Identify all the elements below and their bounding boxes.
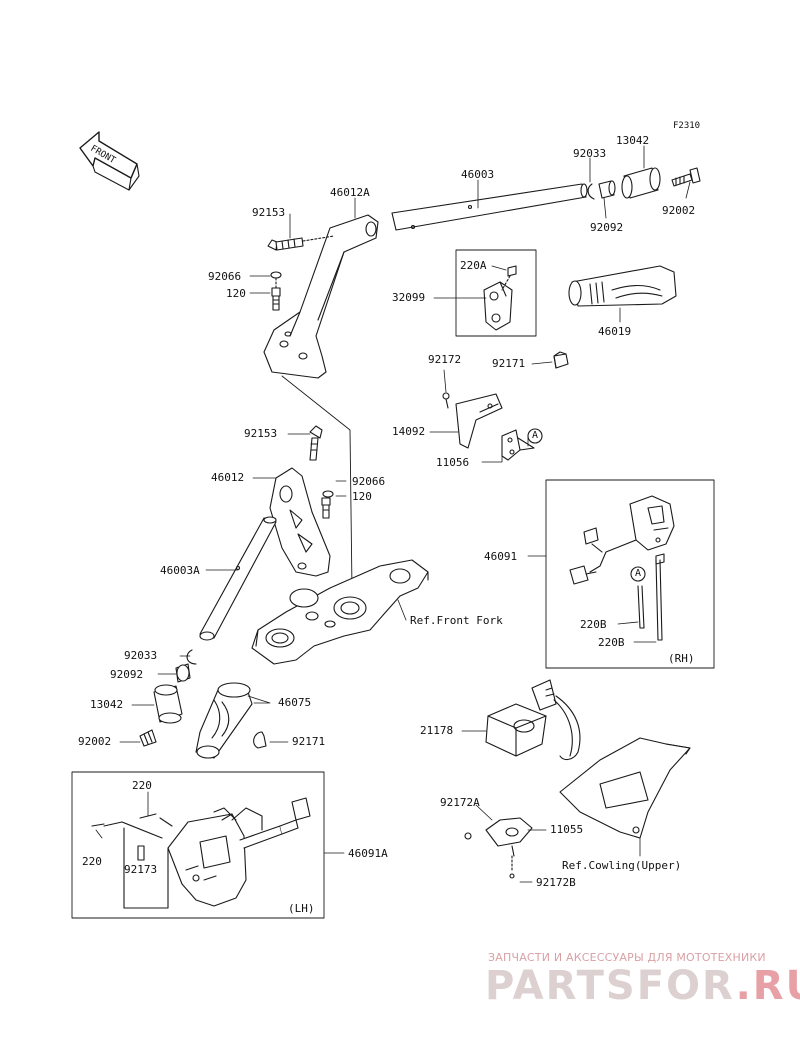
label-13042-lower: 13042 xyxy=(90,698,124,711)
triple-clamp-drawing xyxy=(251,559,429,665)
screw-92002-drawing xyxy=(671,167,701,187)
label-46003: 46003 xyxy=(461,168,495,181)
label-92092-upper: 92092 xyxy=(590,221,624,234)
switch-46091A-drawing xyxy=(71,771,325,919)
housing-32099-drawing xyxy=(455,249,537,337)
grip-46019-drawing xyxy=(568,265,677,307)
label-32099: 32099 xyxy=(392,291,426,304)
label-rh: (RH) xyxy=(668,652,695,665)
bolt-120-lower-drawing xyxy=(321,497,331,519)
screw-92002-lower-drawing xyxy=(139,729,157,747)
watermark-brand-main: PARTSFOR xyxy=(485,963,736,1009)
label-21178: 21178 xyxy=(420,724,454,737)
label-46019: 46019 xyxy=(598,325,632,338)
label-92171-upper: 92171 xyxy=(492,357,526,370)
bracket-46012-drawing xyxy=(269,467,331,577)
label-46003A: 46003A xyxy=(160,564,200,577)
bracket-11056-drawing xyxy=(501,429,535,461)
label-220-a: 220 xyxy=(132,779,152,792)
label-46091A: 46091A xyxy=(348,847,388,860)
label-220B-b: 220B xyxy=(598,636,625,649)
leader-lines xyxy=(95,145,691,883)
label-92172A: 92172A xyxy=(440,796,480,809)
circlip-92033-lower-drawing xyxy=(186,649,197,665)
label-92092-lower: 92092 xyxy=(110,668,144,681)
watermark-brand: PARTSFOR.RU xyxy=(485,963,800,1009)
unit-21178-drawing xyxy=(485,679,581,761)
collar-92092-drawing xyxy=(587,180,616,200)
washer-92066-upper-drawing xyxy=(270,271,282,279)
label-92066-upper: 92066 xyxy=(208,270,242,283)
label-92002-lower: 92002 xyxy=(78,735,112,748)
label-46091: 46091 xyxy=(484,550,518,563)
weight-13042-lower-drawing xyxy=(153,684,183,724)
label-92153-upper: 92153 xyxy=(252,206,286,219)
washer-92066-lower-drawing xyxy=(322,490,334,498)
figure-code: F2310 xyxy=(673,121,701,131)
label-lh: (LH) xyxy=(288,902,315,915)
bolt-92153-lower-drawing xyxy=(309,425,323,461)
label-11056: 11056 xyxy=(436,456,470,469)
watermark-brand-tld: .RU xyxy=(735,963,800,1009)
bolt-92153-upper-drawing xyxy=(267,235,335,251)
front-arrow-icon xyxy=(79,131,140,191)
weight-13042-drawing xyxy=(621,167,661,199)
bolt-120-upper-drawing xyxy=(271,287,281,311)
callout-a-circle-lower xyxy=(630,566,646,582)
callout-a-upper: A xyxy=(532,430,539,441)
label-11055: 11055 xyxy=(550,823,584,836)
bracket-11055-drawing xyxy=(464,817,533,879)
cowling-upper-drawing xyxy=(559,737,691,839)
label-220-b: 220 xyxy=(82,855,102,868)
label-92033-upper: 92033 xyxy=(573,147,607,160)
clip-92171-lower-drawing xyxy=(253,731,267,749)
label-92171-lower: 92171 xyxy=(292,735,326,748)
label-120-lower: 120 xyxy=(352,490,372,503)
label-92173: 92173 xyxy=(124,863,158,876)
bracket-14092-drawing xyxy=(455,393,503,449)
label-220A: 220A xyxy=(460,259,487,272)
label-92066-lower: 92066 xyxy=(352,475,386,488)
label-220B-a: 220B xyxy=(580,618,607,631)
label-92172B: 92172B xyxy=(536,876,576,889)
label-92002-upper: 92002 xyxy=(662,204,696,217)
clip-92171-upper-drawing xyxy=(553,351,569,369)
handlebar-46003-drawing xyxy=(391,183,588,231)
watermark-tagline: ЗАПЧАСТИ И АКСЕССУАРЫ ДЛЯ МОТОТЕХНИКИ xyxy=(488,951,766,964)
label-13042-upper: 13042 xyxy=(616,134,650,147)
collar-92092-lower-drawing xyxy=(175,663,191,683)
switch-46091-drawing xyxy=(545,479,715,669)
label-ref-cowling-upper: Ref.Cowling(Upper) xyxy=(562,859,682,872)
label-14092: 14092 xyxy=(392,425,426,438)
screw-92172-upper-drawing xyxy=(442,392,450,409)
bracket-46012A-drawing xyxy=(263,214,379,379)
label-46075: 46075 xyxy=(278,696,312,709)
label-92172-upper: 92172 xyxy=(428,353,462,366)
label-46012: 46012 xyxy=(211,471,245,484)
label-ref-front-fork: Ref.Front Fork xyxy=(410,614,503,627)
label-92153-lower: 92153 xyxy=(244,427,278,440)
callout-a-lower: A xyxy=(635,568,642,579)
label-92033-lower: 92033 xyxy=(124,649,158,662)
label-46012A: 46012A xyxy=(330,186,370,199)
label-120-upper: 120 xyxy=(226,287,246,300)
grip-46075-drawing xyxy=(195,682,253,759)
bar-46003A-drawing xyxy=(199,516,277,641)
